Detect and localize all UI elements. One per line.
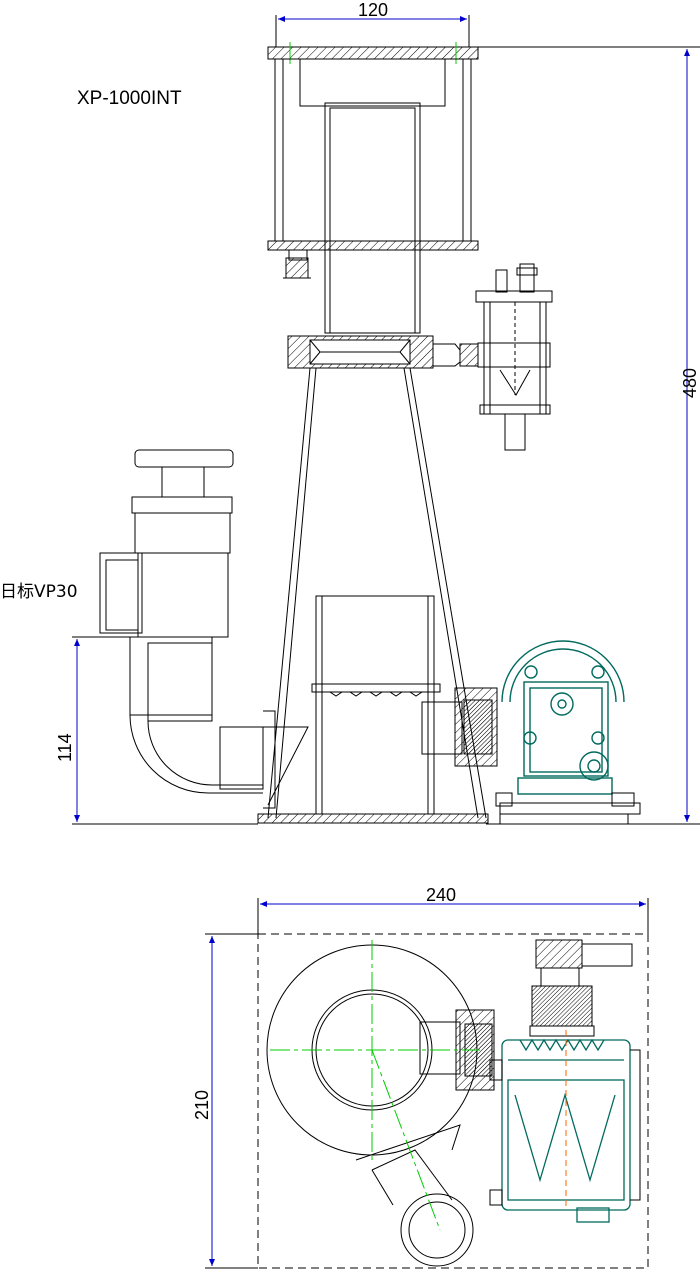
neck-ring xyxy=(287,335,434,369)
venturi-assembly xyxy=(475,263,553,451)
inner-riser xyxy=(311,595,441,815)
side-dimensions xyxy=(72,15,700,825)
plan-inlet-tube xyxy=(355,1124,474,1267)
plan-pump-head xyxy=(529,939,633,1037)
air-inlet-connector xyxy=(433,342,551,368)
top-cap-plate xyxy=(267,46,479,60)
plan-dimensions xyxy=(205,898,649,1269)
plan-view xyxy=(257,933,649,1269)
pump-connector xyxy=(421,687,498,767)
drain-fitting xyxy=(283,249,311,279)
plan-centerlines xyxy=(270,940,567,1231)
dim-width-top: 120 xyxy=(358,0,388,20)
dim-footprint-width: 240 xyxy=(426,885,456,905)
plan-pump-brackets xyxy=(489,1049,641,1206)
dim-footprint-depth: 210 xyxy=(192,1090,212,1120)
pump-base xyxy=(495,792,641,825)
side-elevation-view xyxy=(99,42,641,825)
inlet-elbow xyxy=(99,449,309,809)
pump-side-view xyxy=(501,640,625,795)
dim-height-total: 480 xyxy=(680,368,700,398)
dim-height-inlet: 114 xyxy=(55,733,75,762)
vp30-label: 日标VP30 xyxy=(0,582,78,602)
collection-cup xyxy=(274,58,472,334)
model-title: XP-1000INT xyxy=(77,88,182,109)
cup-flange xyxy=(267,240,479,251)
footprint-outline xyxy=(257,933,649,1269)
